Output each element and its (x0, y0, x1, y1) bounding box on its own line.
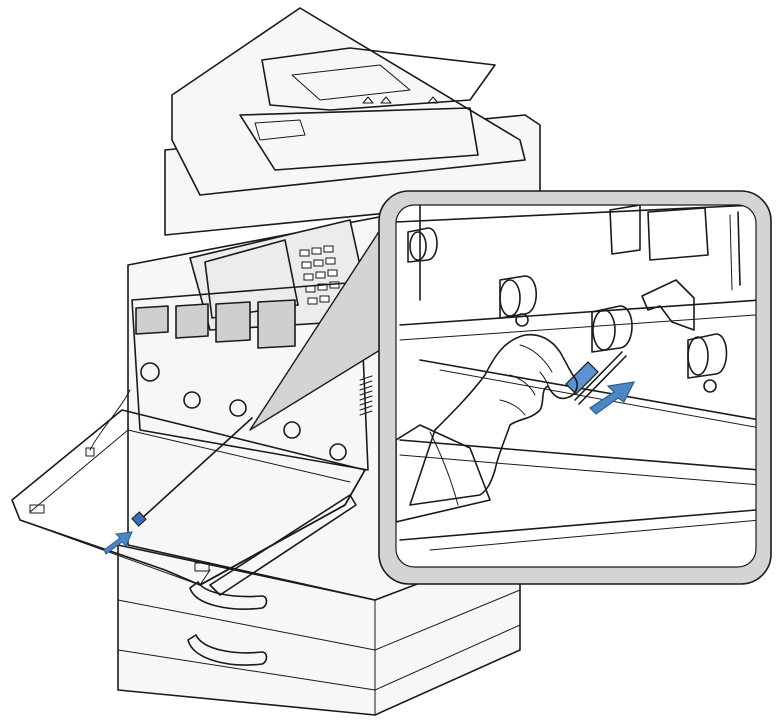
toner-cartridge-slots (135, 299, 296, 349)
arrow-icon (589, 381, 636, 415)
arrow-icon (103, 531, 133, 555)
document-feeder (239, 47, 496, 171)
touch-screen (204, 239, 299, 319)
toner-bay (131, 281, 369, 471)
cleaning-rod-icon (131, 417, 253, 527)
zoom-detail (396, 205, 756, 551)
hand-icon (396, 333, 578, 523)
door-cable-plug (85, 447, 95, 457)
cleaning-rod-detail (565, 351, 627, 405)
coupler (140, 362, 347, 461)
zoom-callout (378, 190, 772, 585)
drawer-handle-upper (189, 581, 268, 610)
coupler-detail (407, 227, 728, 393)
drawer-handle-lower (187, 634, 268, 666)
front-door (11, 409, 366, 596)
door-cable (89, 389, 131, 451)
